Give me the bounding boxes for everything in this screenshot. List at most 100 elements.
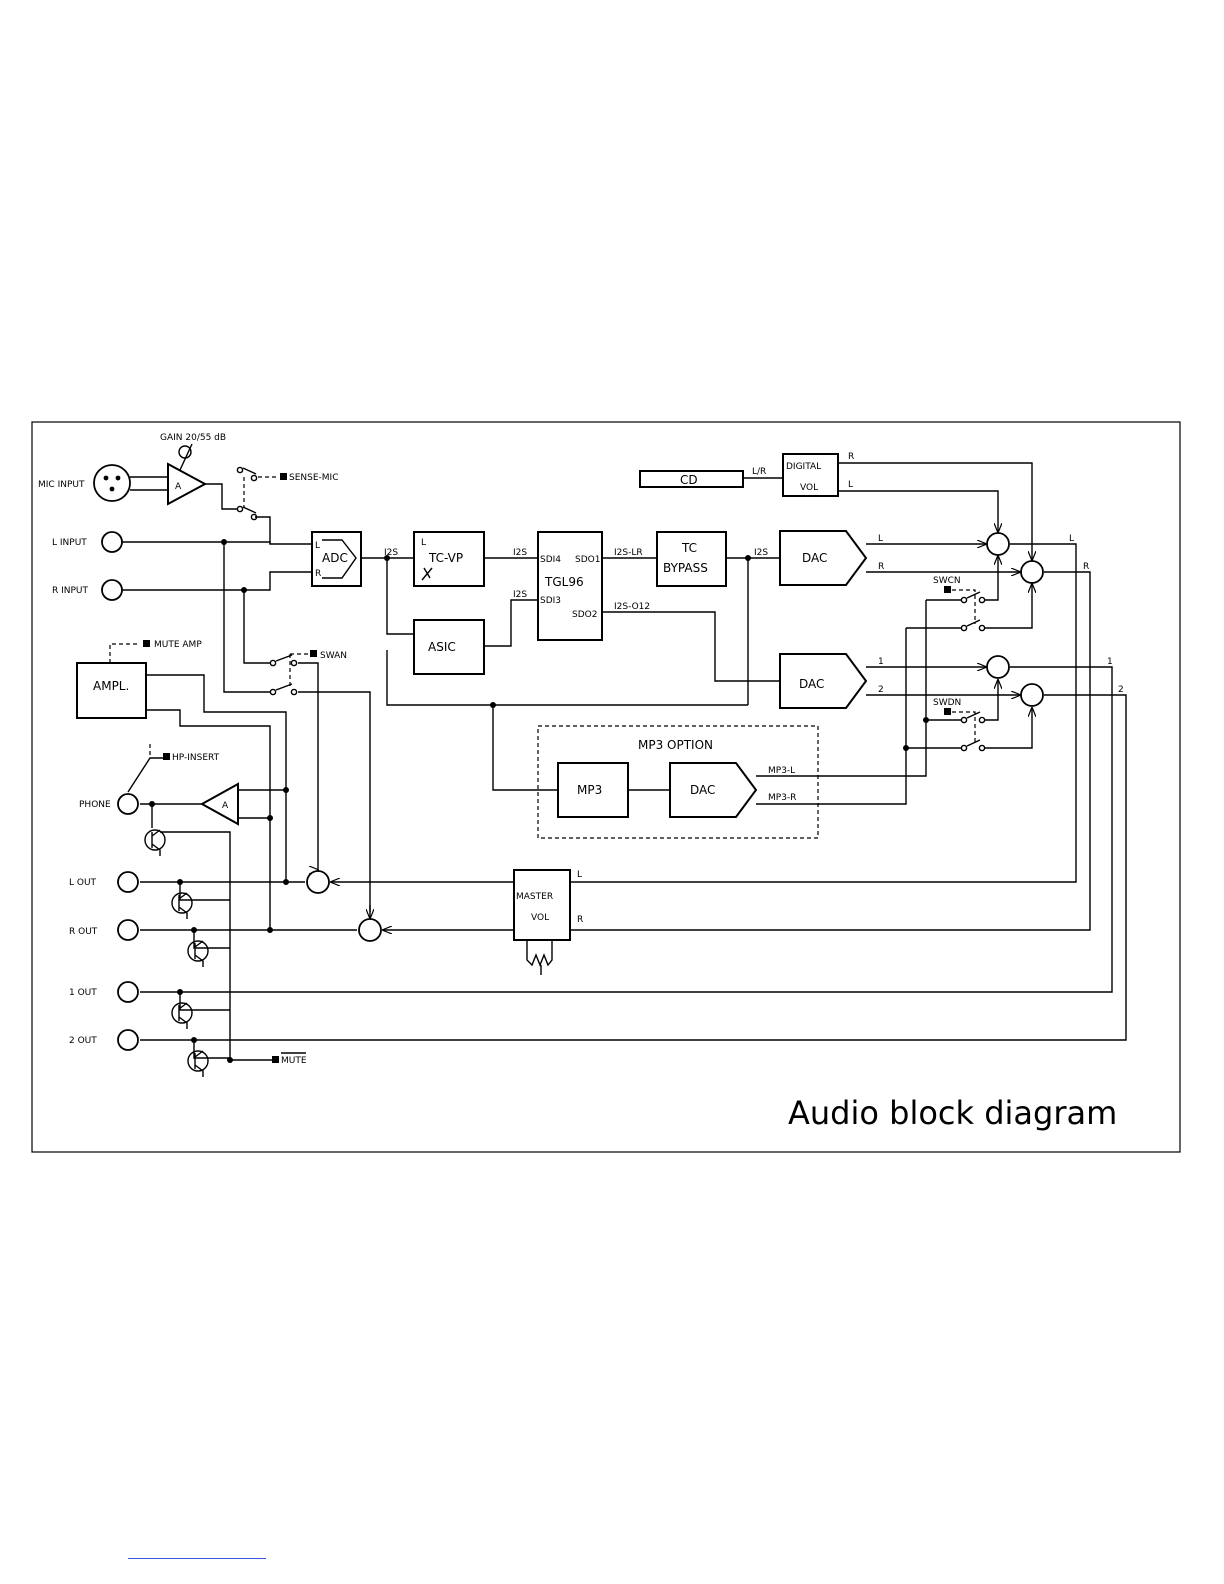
i2s-label-2: I2S bbox=[513, 548, 527, 558]
gain-label: GAIN 20/55 dB bbox=[160, 433, 226, 443]
footer-rule bbox=[128, 1558, 266, 1559]
sum-r-1 bbox=[1020, 560, 1044, 584]
dac1-r-label: R bbox=[878, 562, 884, 572]
dac-block-2 bbox=[779, 653, 868, 709]
dv-l-label: L bbox=[848, 480, 853, 490]
i2s-label-4: I2S bbox=[754, 548, 768, 558]
control-squares bbox=[143, 473, 951, 1063]
mute-amp-label: MUTE AMP bbox=[154, 640, 202, 650]
r-input-label: R INPUT bbox=[52, 586, 89, 596]
mic-input-label: MIC INPUT bbox=[38, 480, 85, 490]
dac1-l-label: L bbox=[878, 534, 883, 544]
phone-jack bbox=[117, 793, 139, 815]
cd-block bbox=[639, 470, 744, 488]
swan-label: SWAN bbox=[320, 651, 347, 661]
ampl-label: AMPL. bbox=[93, 679, 129, 693]
master-l-label: L bbox=[577, 870, 582, 880]
dac-1-label: DAC bbox=[802, 551, 827, 565]
mp3-r-label: MP3-R bbox=[768, 793, 796, 803]
sdi4-label: SDI4 bbox=[540, 555, 561, 565]
dac2-1-label: 1 bbox=[878, 657, 884, 667]
phone-amplifier bbox=[199, 782, 239, 826]
master-vol-label-2: VOL bbox=[531, 913, 549, 923]
sum-2 bbox=[1020, 683, 1044, 707]
switch-contacts bbox=[236, 466, 986, 752]
wires bbox=[109, 443, 1127, 1061]
sum-1-label: 1 bbox=[1107, 657, 1113, 667]
mic-amp-label: A bbox=[175, 482, 182, 492]
i2s-label-3: I2S bbox=[513, 590, 527, 600]
sense-mic-label: SENSE-MIC bbox=[289, 473, 338, 483]
sum-l-label: L bbox=[1069, 534, 1074, 544]
sdo1-label: SDO1 bbox=[575, 555, 600, 565]
r-input-jack bbox=[101, 579, 123, 601]
l-input-jack bbox=[101, 531, 123, 553]
sum-l-1 bbox=[986, 532, 1010, 556]
mic-input-connector bbox=[93, 464, 131, 502]
l-input-label: L INPUT bbox=[52, 538, 87, 548]
sdo2-label: SDO2 bbox=[572, 610, 597, 620]
i2s-lr-label: I2S-LR bbox=[614, 548, 643, 558]
adc-l-label: L bbox=[315, 541, 320, 551]
master-r-label: R bbox=[577, 915, 583, 925]
sdi3-label: SDI3 bbox=[540, 596, 561, 606]
i2s-o12-label: I2S-O12 bbox=[614, 602, 650, 612]
mp3-option-label: MP3 OPTION bbox=[638, 738, 713, 752]
tgl96-block bbox=[537, 531, 603, 641]
sum-r-out bbox=[358, 918, 382, 942]
phone-amp-label: A bbox=[222, 801, 229, 811]
tc-vp-block bbox=[413, 531, 485, 587]
sum-l-out bbox=[306, 870, 330, 894]
l-r-label: L/R bbox=[752, 467, 766, 477]
l-out-label: L OUT bbox=[69, 878, 97, 888]
out2-jack bbox=[117, 1029, 139, 1051]
mp3-l-label: MP3-L bbox=[768, 766, 795, 776]
tc-vp-l-label: L bbox=[421, 538, 426, 548]
mp3-block bbox=[557, 762, 629, 818]
diagram-frame bbox=[31, 421, 1181, 1153]
tc-bypass-block bbox=[656, 531, 727, 587]
mic-amplifier bbox=[167, 462, 208, 506]
phone-label: PHONE bbox=[79, 800, 111, 810]
tgl96-label: TGL96 bbox=[544, 575, 584, 589]
mp3-label: MP3 bbox=[577, 783, 602, 797]
digital-vol-block bbox=[782, 453, 839, 497]
mute-label: MUTE bbox=[281, 1056, 307, 1066]
digital-vol-label-1: DIGITAL bbox=[786, 462, 821, 472]
sum-r-label: R bbox=[1083, 562, 1089, 572]
r-out-label: R OUT bbox=[69, 927, 98, 937]
master-vol-block bbox=[513, 869, 571, 941]
dac-block-1 bbox=[779, 530, 868, 586]
mp3-dac-block bbox=[669, 762, 758, 818]
dac2-2-label: 2 bbox=[878, 685, 884, 695]
ampl-block bbox=[76, 662, 147, 719]
tc-bypass-label-2: BYPASS bbox=[663, 561, 708, 575]
adc-r-label: R bbox=[315, 569, 321, 579]
r-out-jack bbox=[117, 919, 139, 941]
cd-label: CD bbox=[680, 473, 698, 487]
asic-block bbox=[413, 619, 485, 675]
mp3-option-frame bbox=[537, 725, 819, 839]
junction-dots bbox=[149, 539, 929, 1063]
mp3-dac-label: DAC bbox=[690, 783, 715, 797]
dac-2-label: DAC bbox=[799, 677, 824, 691]
diagram-title: Audio block diagram bbox=[788, 1094, 1117, 1132]
digital-vol-label-2: VOL bbox=[800, 483, 818, 493]
swcn-label: SWCN bbox=[933, 576, 961, 586]
sum-2-label: 2 bbox=[1118, 685, 1124, 695]
master-vol-label-1: MASTER bbox=[516, 892, 553, 902]
sum-1 bbox=[986, 655, 1010, 679]
adc-label: ADC bbox=[322, 551, 348, 565]
l-out-jack bbox=[117, 871, 139, 893]
hp-insert-label: HP-INSERT bbox=[172, 753, 220, 763]
dv-r-label: R bbox=[848, 452, 854, 462]
tc-vp-label: TC-VP bbox=[428, 551, 463, 565]
i2s-label-1: I2S bbox=[384, 548, 398, 558]
tc-bypass-label-1: TC bbox=[681, 541, 697, 555]
out1-jack bbox=[117, 981, 139, 1003]
mute-transistors bbox=[144, 829, 209, 1077]
out1-label: 1 OUT bbox=[69, 988, 97, 998]
asic-label: ASIC bbox=[428, 640, 456, 654]
adc-block bbox=[311, 531, 362, 587]
